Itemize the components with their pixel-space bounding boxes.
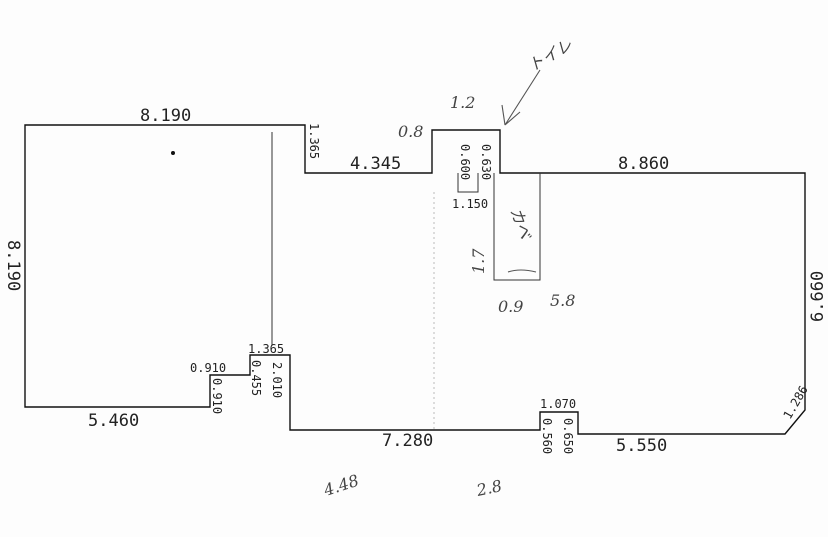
dim-step-bottom-left: 0.560 [540,418,554,454]
note-wall: カベ [506,205,535,243]
dim-chimney-bottom: 1.150 [452,197,488,211]
dim-step-mid-vertical: 2.010 [270,362,284,398]
pencil-line-toilet [507,269,537,273]
dim-left-side: 8.190 [3,240,23,291]
note-448: 4.48 [320,471,361,500]
dim-notch-top-left: 1.365 [307,123,321,159]
building-outline [24,124,806,435]
dim-bottom-mid: 7.280 [382,431,433,451]
dim-bottom-left: 5.460 [88,411,139,431]
dim-right-side: 6.660 [808,271,828,322]
dim-step-bottom-top: 1.070 [540,397,576,411]
note-toilet: トイレ [525,35,576,75]
small-notch [457,173,479,193]
dim-step-left-2: 0.910 [210,378,224,414]
reference-dot [171,151,175,155]
note-09: 0.9 [498,297,523,316]
note-08: 0.8 [398,122,423,141]
note-28: 2.8 [474,476,504,500]
dim-mid-top: 4.345 [350,154,401,174]
dim-step-bottom-right: 0.650 [561,418,575,454]
dim-chimney-right: 0.630 [479,144,493,180]
dim-top-left: 8.190 [140,106,191,126]
dim-step-left-1: 0.910 [190,361,226,375]
toilet-room-box [493,173,541,281]
note-17: 1.7 [469,248,488,274]
pencil-arrow [501,69,541,126]
dim-right-top: 8.860 [618,154,669,174]
dim-chimney-left: 0.600 [458,144,472,180]
note-58: 5.8 [550,291,575,310]
note-12: 1.2 [450,93,475,112]
dim-step-mid-top: 1.365 [248,342,284,356]
dim-step-left-3: 0.455 [249,360,263,396]
dim-corner-diagonal: 1.286 [780,383,810,421]
dim-bottom-right: 5.550 [616,436,667,456]
